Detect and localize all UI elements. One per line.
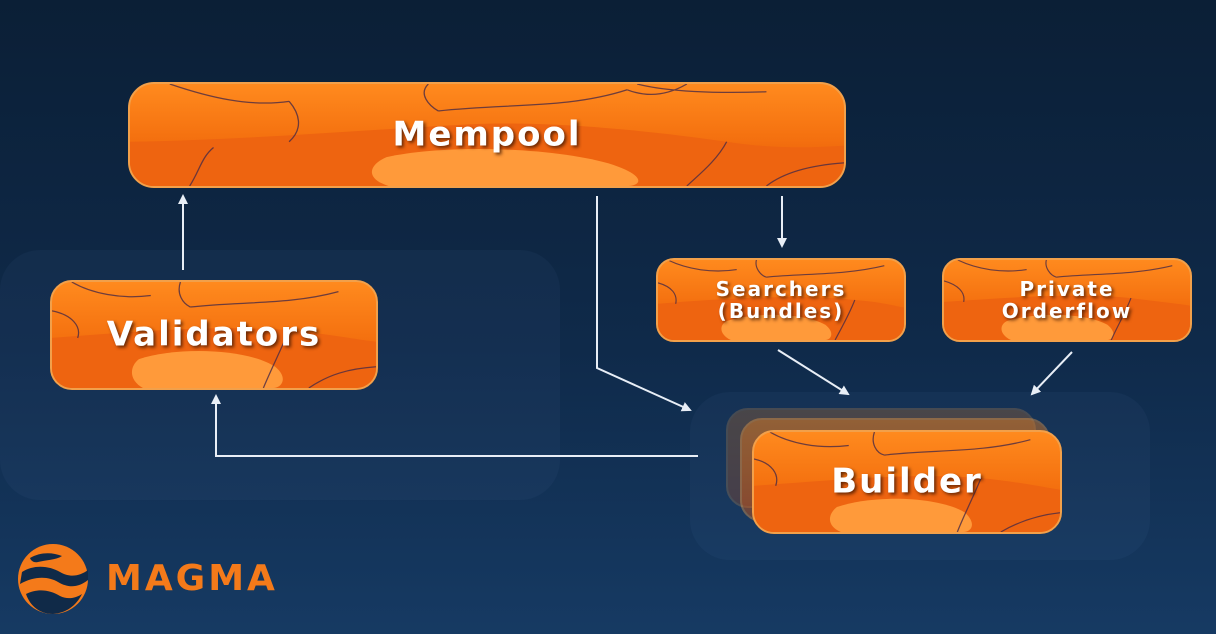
lava-texture	[754, 432, 1060, 532]
node-validators: Validators	[50, 280, 378, 390]
node-builder-label: Builder	[831, 461, 983, 502]
node-private-orderflow: Private Orderflow	[942, 258, 1192, 342]
node-searchers-label-line1: Searchers	[715, 277, 847, 301]
node-private-orderflow-label-line2: Orderflow	[1001, 299, 1133, 323]
edge-mempool-to-builder	[596, 196, 692, 412]
brand-name: MAGMA	[106, 558, 278, 599]
lava-texture	[52, 282, 376, 388]
magma-logo-icon	[18, 544, 88, 614]
node-private-orderflow-label: Private Orderflow	[944, 278, 1190, 322]
edge-searchers-to-builder	[777, 349, 850, 396]
lava-texture	[658, 260, 904, 340]
node-searchers-label: Searchers (Bundles)	[658, 278, 904, 322]
edge-builder-to-validators	[211, 394, 698, 457]
lava-texture	[944, 260, 1190, 340]
lava-texture	[130, 84, 844, 186]
node-searchers: Searchers (Bundles)	[656, 258, 906, 342]
edge-private-orderflow-to-builder	[1030, 351, 1073, 396]
node-builder: Builder	[752, 430, 1062, 534]
node-searchers-label-line2: (Bundles)	[717, 299, 845, 323]
node-mempool-label: Mempool	[392, 114, 582, 155]
node-mempool: Mempool	[128, 82, 846, 188]
node-private-orderflow-label-line1: Private	[1019, 277, 1115, 301]
node-validators-label: Validators	[106, 314, 322, 355]
